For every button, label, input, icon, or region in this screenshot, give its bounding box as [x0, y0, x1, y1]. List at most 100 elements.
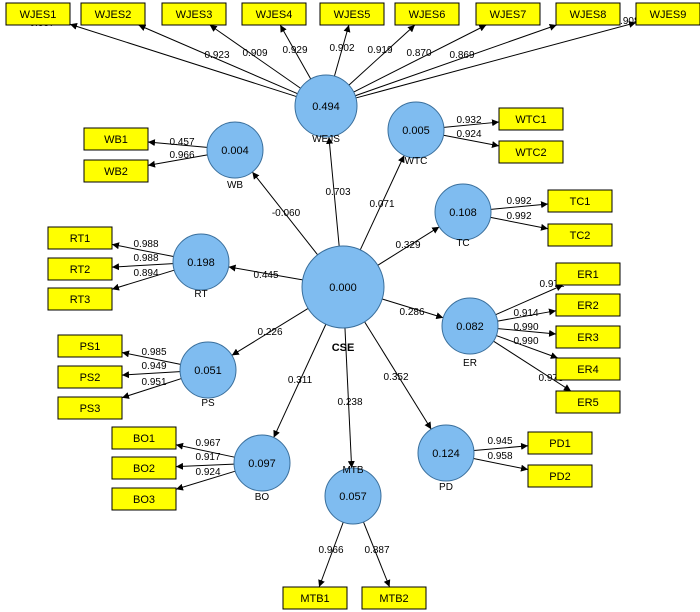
path-arrow-cse-tc	[377, 226, 440, 266]
loading-value-rt2: 0.988	[133, 253, 158, 264]
indicator-mtb1[interactable]: MTB1	[282, 586, 348, 610]
indicator-label: RT3	[70, 294, 91, 306]
loading-arrow-rt1	[111, 242, 174, 258]
path-coefficient-cse-ps: 0.226	[257, 327, 282, 338]
indicator-label: MTB2	[379, 593, 408, 605]
indicator-rt2[interactable]: RT2	[47, 257, 113, 281]
indicator-wjes4[interactable]: WJES4	[241, 2, 307, 26]
indicator-box	[47, 226, 113, 250]
indicator-wb1[interactable]: WB1	[83, 127, 149, 151]
indicator-box	[555, 357, 621, 381]
loading-value-bo3: 0.924	[195, 467, 220, 478]
construct-r-squared: 0.124	[432, 448, 460, 460]
indicator-wjes1[interactable]: WJES1	[5, 2, 71, 26]
indicator-wjes7[interactable]: WJES7	[475, 2, 541, 26]
indicator-label: PS2	[80, 372, 101, 384]
indicator-tc2[interactable]: TC2	[547, 223, 613, 247]
indicator-box	[80, 2, 146, 26]
loading-arrow-wtc1	[443, 119, 500, 128]
indicator-er4[interactable]: ER4	[555, 357, 621, 381]
indicator-rt1[interactable]: RT1	[47, 226, 113, 250]
indicator-wjes2[interactable]: WJES2	[80, 2, 146, 26]
path-arrow-cse-rt	[228, 264, 303, 281]
indicator-box	[57, 365, 123, 389]
indicator-wjes3[interactable]: WJES3	[161, 2, 227, 26]
indicator-wtc1[interactable]: WTC1	[498, 107, 564, 131]
construct-circle	[233, 434, 291, 492]
indicator-er3[interactable]: ER3	[555, 325, 621, 349]
loading-value-tc2: 0.992	[506, 211, 531, 222]
indicator-ps1[interactable]: PS1	[57, 334, 123, 358]
path-coefficient-cse-wtc: 0.071	[369, 199, 394, 210]
loading-arrow-wjes4	[279, 24, 312, 80]
indicator-er2[interactable]: ER2	[555, 293, 621, 317]
indicator-box	[635, 2, 700, 26]
construct-circle	[294, 74, 358, 138]
indicator-er1[interactable]: ER1	[555, 262, 621, 286]
indicator-wtc2[interactable]: WTC2	[498, 140, 564, 164]
loading-arrow-ps3	[121, 378, 182, 399]
edge-labels-layer: 0.703-0.0600.0710.3290.4450.2860.2260.31…	[29, 16, 639, 556]
indicator-mtb2[interactable]: MTB2	[361, 586, 427, 610]
loading-value-ps2: 0.949	[141, 361, 166, 372]
indicator-box	[111, 487, 177, 511]
indicator-box	[547, 223, 613, 247]
loading-value-wjes3: 0.909	[242, 48, 267, 59]
indicator-box	[475, 2, 541, 26]
indicator-ps3[interactable]: PS3	[57, 396, 123, 420]
path-coefficient-cse-bo: 0.311	[288, 375, 313, 386]
loading-value-wjes8: 0.869	[449, 50, 474, 61]
loading-arrow-er1	[495, 284, 564, 316]
loading-arrow-wb2	[147, 154, 208, 168]
path-arrow-cse-bo	[273, 324, 327, 438]
loading-value-er4: 0.990	[513, 336, 538, 347]
loading-arrow-rt3	[111, 269, 175, 291]
loading-arrow-tc1	[490, 201, 549, 210]
loading-value-wjes7: 0.870	[406, 48, 431, 59]
indicator-box	[555, 325, 621, 349]
indicator-pd1[interactable]: PD1	[527, 431, 593, 455]
construct-r-squared: 0.057	[339, 491, 367, 503]
indicator-box	[555, 2, 621, 26]
indicator-box	[527, 464, 593, 488]
indicator-box	[498, 140, 564, 164]
indicator-box	[319, 2, 385, 26]
indicator-wb2[interactable]: WB2	[83, 159, 149, 183]
indicator-bo1[interactable]: BO1	[111, 426, 177, 450]
indicator-bo3[interactable]: BO3	[111, 487, 177, 511]
indicator-box	[547, 189, 613, 213]
indicator-tc1[interactable]: TC1	[547, 189, 613, 213]
loading-arrow-mtb2	[362, 521, 391, 588]
loading-value-rt1: 0.988	[133, 239, 158, 250]
indicator-wjes5[interactable]: WJES5	[319, 2, 385, 26]
path-coefficient-cse-wejs: 0.703	[325, 187, 350, 198]
loading-value-mtb2: 0.887	[364, 545, 389, 556]
loading-arrow-pd2	[473, 458, 529, 472]
loading-value-wtc1: 0.932	[456, 115, 481, 126]
indicator-rt3[interactable]: RT3	[47, 287, 113, 311]
indicator-wjes9[interactable]: WJES9	[635, 2, 700, 26]
indicator-ps2[interactable]: PS2	[57, 365, 123, 389]
indicator-pd2[interactable]: PD2	[527, 464, 593, 488]
indicator-er5[interactable]: ER5	[555, 390, 621, 414]
construct-name: PS	[201, 398, 215, 409]
construct-name: WEJS	[312, 134, 340, 145]
indicator-box	[394, 2, 460, 26]
loading-value-wjes5: 0.902	[329, 43, 354, 54]
indicator-wjes6[interactable]: WJES6	[394, 2, 460, 26]
indicator-box	[47, 257, 113, 281]
indicator-bo2[interactable]: BO2	[111, 456, 177, 480]
indicator-wjes8[interactable]: WJES8	[555, 2, 621, 26]
